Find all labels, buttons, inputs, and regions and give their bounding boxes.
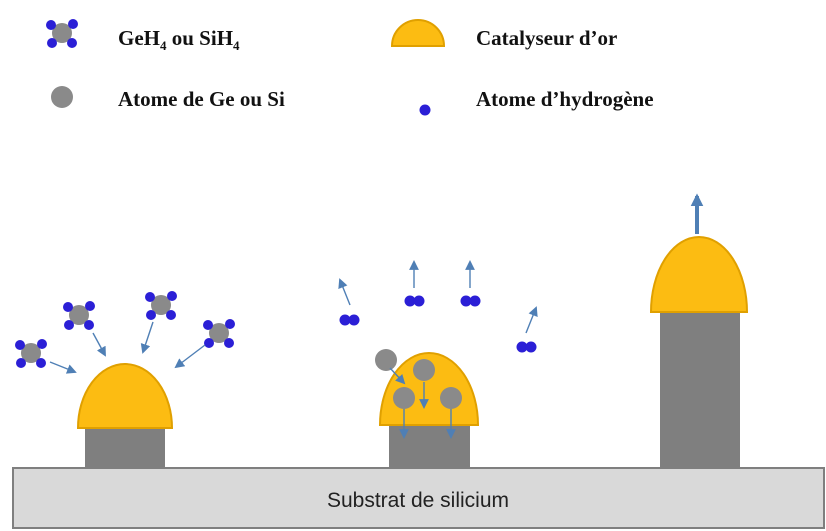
molecule-hydrogen bbox=[16, 358, 26, 368]
molecule-hydrogen bbox=[68, 19, 78, 29]
molecule-core bbox=[69, 305, 89, 325]
molecule-hydrogen bbox=[64, 320, 74, 330]
arrow-icon bbox=[389, 367, 406, 385]
gold-droplet-icon bbox=[649, 236, 749, 313]
atom-icon bbox=[375, 349, 397, 371]
molecule-hydrogen bbox=[84, 320, 94, 330]
molecule-icon bbox=[145, 291, 177, 320]
molecule-hydrogen bbox=[204, 338, 214, 348]
hydrogen-pair bbox=[516, 341, 537, 353]
legend-precursor-label: GeH4 ou SiH4 bbox=[118, 26, 240, 53]
hydrogen-icon bbox=[525, 341, 537, 353]
gold-droplet-icon bbox=[390, 19, 446, 47]
atom-icon bbox=[393, 387, 415, 409]
molecule-hydrogen bbox=[145, 292, 155, 302]
nanowire-pillar bbox=[85, 428, 165, 468]
molecule-hydrogen bbox=[47, 38, 57, 48]
molecule-icon bbox=[203, 319, 235, 348]
hydrogen-icon bbox=[419, 104, 431, 116]
legend: GeH4 ou SiH4 Catalyseur d’or Atome de Ge… bbox=[46, 19, 654, 116]
molecule-hydrogen bbox=[166, 310, 176, 320]
gold-droplet-icon bbox=[76, 363, 174, 429]
molecule-hydrogen bbox=[15, 340, 25, 350]
molecule-hydrogen bbox=[146, 310, 156, 320]
molecule-hydrogen bbox=[67, 38, 77, 48]
arrow-icon bbox=[525, 306, 538, 334]
molecule-hydrogen bbox=[203, 320, 213, 330]
molecule-hydrogen bbox=[36, 358, 46, 368]
substrate: Substrat de silicium bbox=[12, 467, 825, 529]
hydrogen-pair bbox=[404, 295, 425, 307]
stage-growth bbox=[649, 193, 749, 468]
hydrogen-icon bbox=[469, 295, 481, 307]
molecule-core bbox=[209, 323, 229, 343]
molecule-icon bbox=[15, 339, 47, 368]
hydrogen-pair bbox=[339, 314, 360, 326]
hydrogen-icon bbox=[460, 295, 472, 307]
molecule-hydrogen bbox=[37, 339, 47, 349]
arrow-icon bbox=[49, 361, 77, 374]
legend-atom-label: Atome de Ge ou Si bbox=[118, 87, 285, 111]
molecule-hydrogen bbox=[46, 20, 56, 30]
arrow-icon bbox=[92, 332, 106, 357]
legend-atom: Atome de Ge ou Si bbox=[51, 86, 285, 111]
molecule-hydrogen bbox=[225, 319, 235, 329]
hydrogen-icon bbox=[404, 295, 416, 307]
molecule-icon bbox=[63, 301, 95, 330]
molecule-core bbox=[52, 23, 72, 43]
hydrogen-pair bbox=[460, 295, 481, 307]
atom-icon bbox=[440, 387, 462, 409]
molecule-hydrogen bbox=[167, 291, 177, 301]
molecule-hydrogen bbox=[224, 338, 234, 348]
nanowire-pillar bbox=[389, 425, 470, 468]
legend-hydrogen-label: Atome d’hydrogène bbox=[476, 87, 654, 111]
hydrogen-icon bbox=[339, 314, 351, 326]
stage-adsorption bbox=[15, 291, 235, 468]
molecule-hydrogen bbox=[85, 301, 95, 311]
arrow-icon bbox=[174, 344, 206, 369]
molecule-core bbox=[151, 295, 171, 315]
stage-decomposition bbox=[338, 260, 538, 468]
legend-catalyst-label: Catalyseur d’or bbox=[476, 26, 617, 50]
atom-icon bbox=[413, 359, 435, 381]
arrow-icon bbox=[140, 321, 154, 354]
legend-catalyst: Catalyseur d’or bbox=[390, 19, 617, 50]
nanowire-pillar bbox=[660, 312, 740, 468]
substrate-label: Substrat de silicium bbox=[327, 489, 509, 512]
legend-hydrogen: Atome d’hydrogène bbox=[419, 87, 654, 116]
molecule-hydrogen bbox=[63, 302, 73, 312]
molecule-icon bbox=[46, 19, 78, 48]
molecule-core bbox=[21, 343, 41, 363]
legend-precursor: GeH4 ou SiH4 bbox=[46, 19, 240, 53]
hydrogen-icon bbox=[413, 295, 425, 307]
arrow-icon bbox=[338, 278, 351, 306]
hydrogen-icon bbox=[348, 314, 360, 326]
atom-icon bbox=[51, 86, 73, 108]
substrate-layer bbox=[12, 467, 825, 529]
hydrogen-icon bbox=[516, 341, 528, 353]
